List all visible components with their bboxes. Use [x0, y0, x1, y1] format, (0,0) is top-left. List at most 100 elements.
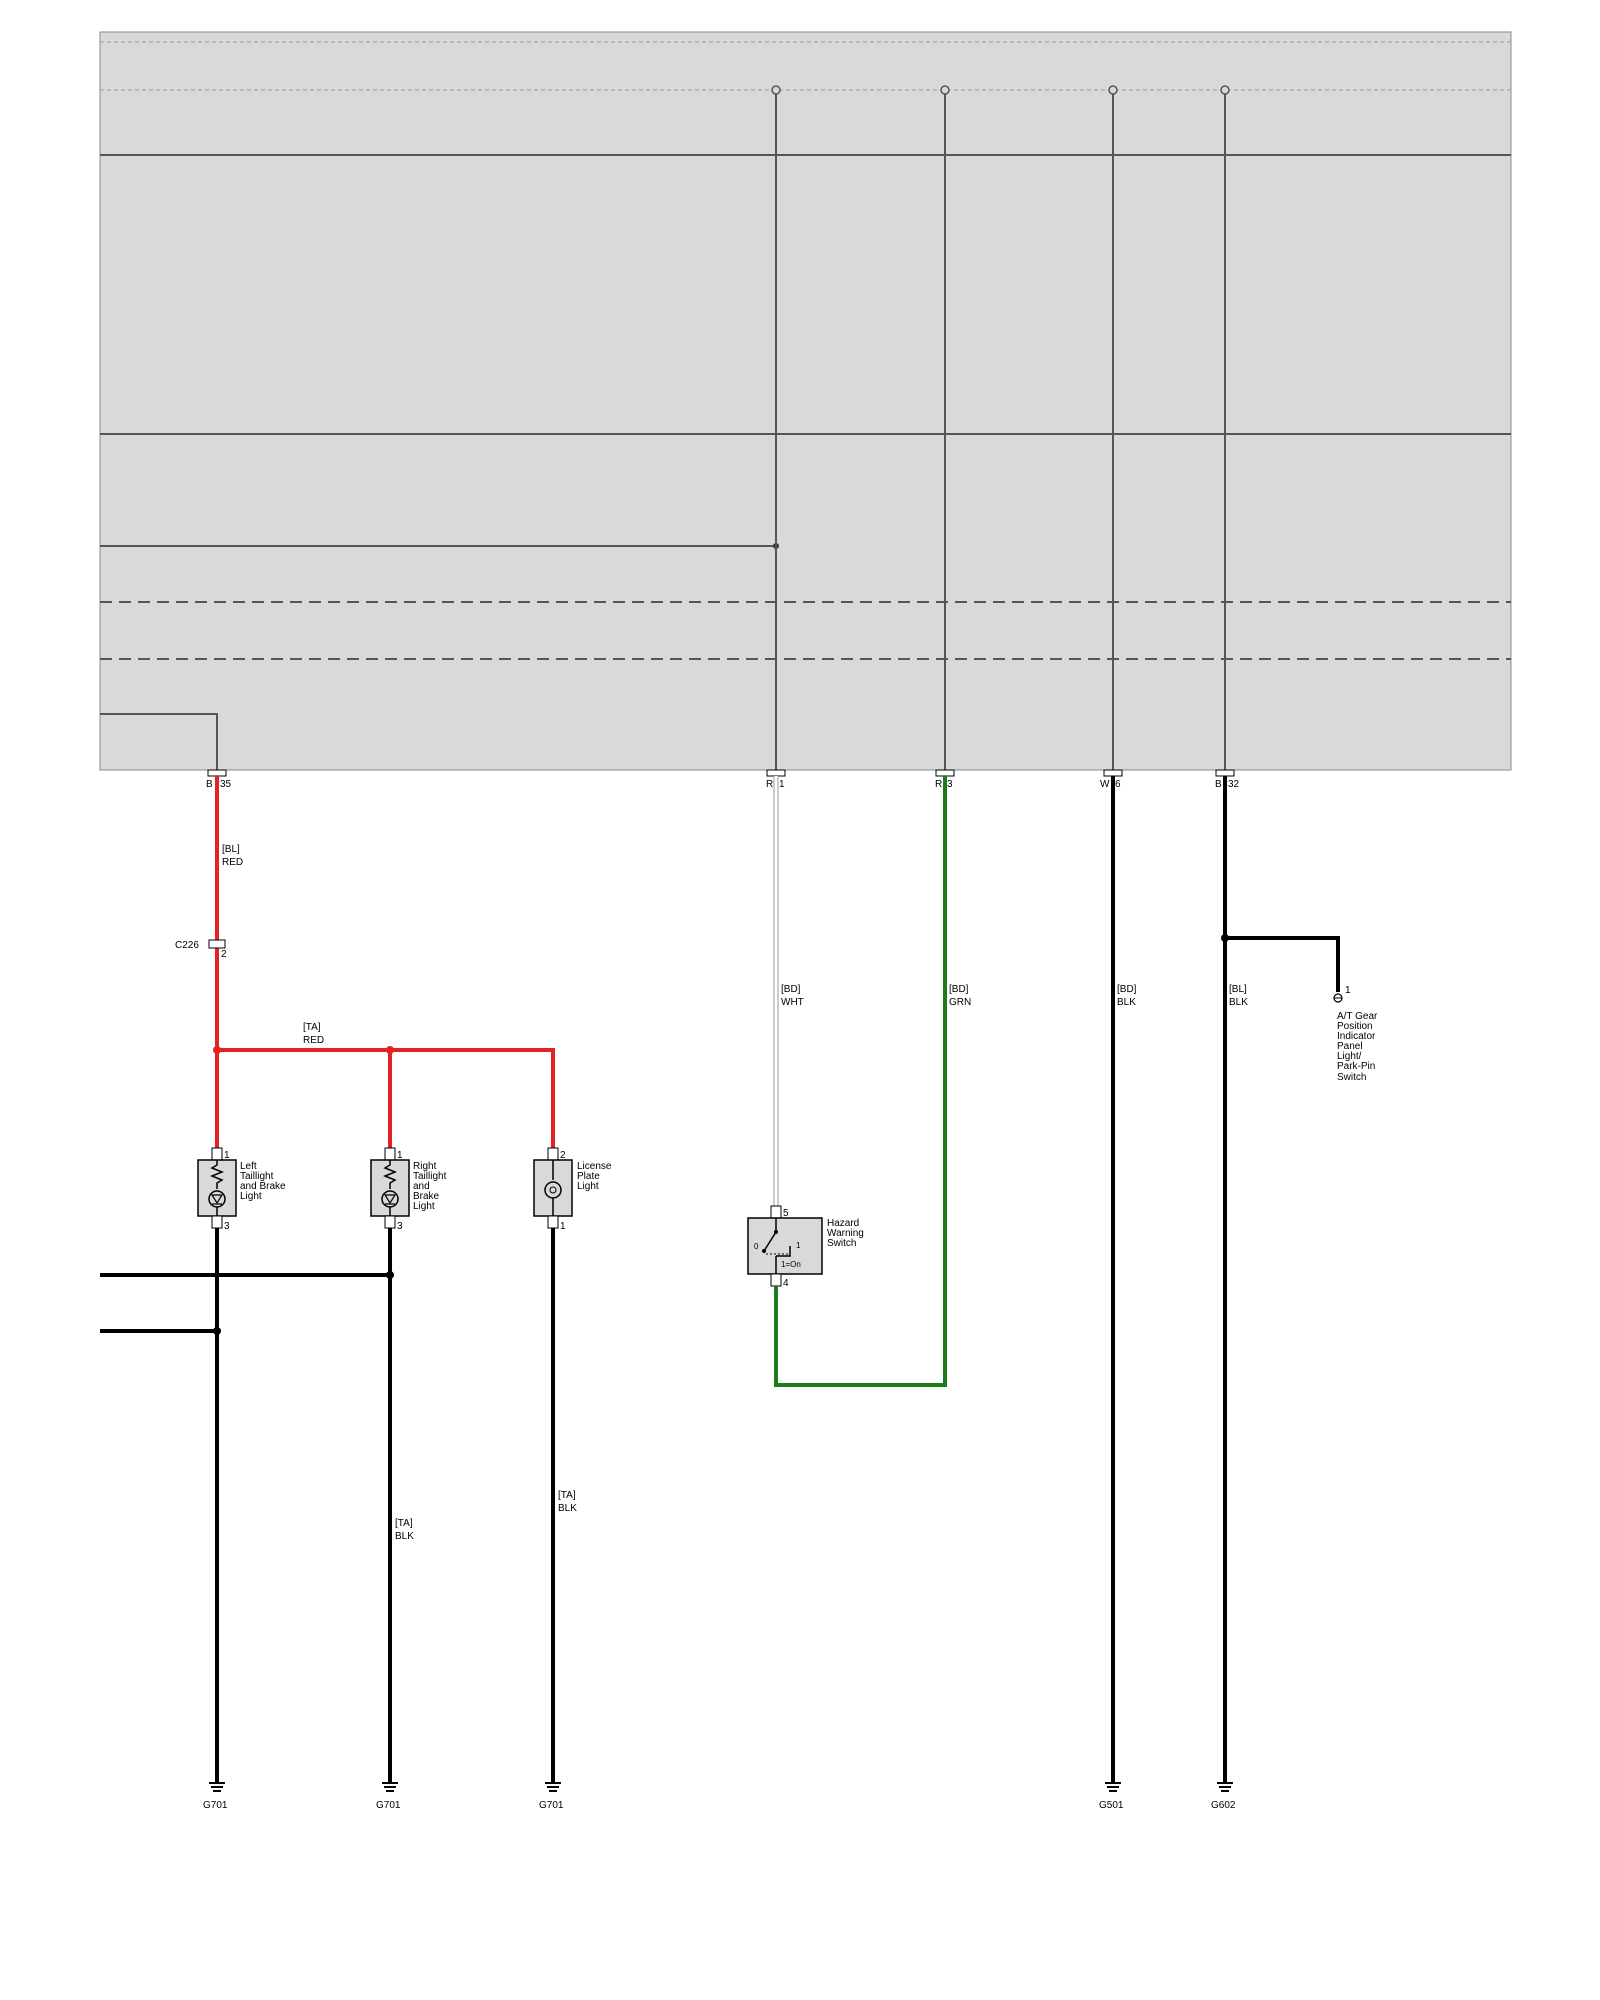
component-label: Light/ [1337, 1051, 1362, 1062]
pin-number: 35 [220, 779, 232, 790]
component-label: and Brake [240, 1181, 286, 1192]
terminal-circle [771, 85, 781, 95]
wire-label: [BD] [1117, 984, 1137, 995]
wire-black-at-gear [1225, 936, 1340, 992]
wire-label: [TA] [558, 1490, 576, 1501]
terminal-circle [1108, 85, 1118, 95]
pin-number: 2 [560, 1150, 566, 1161]
ground-label: G701 [539, 1800, 564, 1811]
component-label: Position [1337, 1021, 1373, 1032]
component-label: Taillight [413, 1171, 447, 1182]
wire-label: [TA] [395, 1518, 413, 1529]
wire-label: RED [222, 857, 243, 868]
wire-label: [BL] [222, 844, 240, 855]
diode-icon [383, 1194, 397, 1205]
wire-label: [BD] [781, 984, 801, 995]
wire-label: [TA] [303, 1022, 321, 1033]
component-label: Brake [413, 1191, 440, 1202]
left-taillight: 1 3 Left Taillight and Brake Light [197, 1147, 286, 1232]
ground-g701-right: G701 [539, 1782, 564, 1811]
unit-pin-b32: B 32 [1215, 769, 1240, 790]
component-label: Panel [1337, 1041, 1363, 1052]
pin-label: R [766, 779, 773, 790]
right-taillight: 1 3 Right Taillight and Brake Light [370, 1147, 447, 1232]
switch-position-off: 0 [754, 1242, 759, 1251]
resistor-icon [209, 1160, 225, 1189]
wire-label: [BD] [949, 984, 969, 995]
pin-number: 1 [397, 1150, 403, 1161]
resistor-icon [382, 1160, 398, 1189]
component-label: Right [413, 1161, 437, 1172]
diode-icon [210, 1194, 224, 1205]
connector-name: C226 [175, 940, 199, 951]
wire-label: [BL] [1229, 984, 1247, 995]
black-wires-left [100, 1228, 555, 1782]
pin-connector [766, 769, 786, 777]
ground-label: G701 [203, 1800, 228, 1811]
pin-number: 3 [224, 1221, 230, 1232]
ground-label: G501 [1099, 1800, 1124, 1811]
switch-position-on: 1 [796, 1241, 801, 1250]
hazard-warning-switch: 5 0 1 1=On 4 Hazard Warning Switch [747, 1205, 864, 1289]
control-unit [99, 31, 1512, 771]
license-plate-light: 2 1 License Plate Light [533, 1147, 612, 1232]
ground-g602: G602 [1211, 1782, 1236, 1811]
filament-icon [549, 1186, 557, 1194]
component-label: Light [240, 1191, 262, 1202]
component-label: Warning [827, 1228, 864, 1239]
component-label: Left [240, 1161, 257, 1172]
wire-label: BLK [1117, 997, 1136, 1008]
wire-red-ta-bus [217, 1048, 555, 1148]
pin-number: 32 [1228, 779, 1240, 790]
connector-pin: 2 [221, 949, 227, 960]
wire-label: BLK [395, 1531, 414, 1542]
pin-connector [770, 1205, 782, 1219]
pin-number: 5 [783, 1208, 789, 1219]
ground-g501: G501 [1099, 1782, 1124, 1811]
pin-label: B [206, 779, 213, 790]
at-gear-position-switch: 1 A/T Gear Position Indicator Panel Ligh… [1333, 985, 1378, 1083]
ground-label: G602 [1211, 1800, 1236, 1811]
switch-lever-icon [763, 1231, 777, 1252]
ground-g701-left: G701 [203, 1782, 228, 1811]
pin-number: 3 [947, 779, 953, 790]
pin-connector [547, 1147, 559, 1161]
pin-number: 4 [783, 1278, 789, 1289]
component-label: Plate [577, 1171, 600, 1182]
junction-dot [1221, 934, 1229, 942]
pin-connector [384, 1147, 396, 1161]
junction-dot [386, 1271, 394, 1279]
connector-c226: C226 2 [175, 939, 227, 960]
pin-number: 3 [397, 1221, 403, 1232]
switch-contact [762, 1249, 766, 1253]
red-wires [213, 776, 555, 1148]
wire-label: BLK [558, 1503, 577, 1514]
pin-connector [384, 1215, 396, 1229]
terminal-circle [940, 85, 950, 95]
component-label: Switch [827, 1238, 856, 1249]
component-label: and [413, 1181, 430, 1192]
pin-number: 6 [1115, 779, 1121, 790]
component-label: Light [413, 1201, 435, 1212]
pin-connector [207, 769, 227, 777]
terminal-circle [1220, 85, 1230, 95]
junction-dot [213, 1327, 221, 1335]
pin-label: B [1215, 779, 1222, 790]
switch-legend: 1=On [781, 1260, 801, 1269]
component-label: License [577, 1161, 612, 1172]
pin-connector [211, 1215, 223, 1229]
pin-connector [1215, 769, 1235, 777]
component-label: Light [577, 1181, 599, 1192]
pin-connector [211, 1147, 223, 1161]
junction-dot [213, 1046, 221, 1054]
wire-label: WHT [781, 997, 804, 1008]
pin-connector [547, 1215, 559, 1229]
wire-label: BLK [1229, 997, 1248, 1008]
pin-connector [1103, 769, 1123, 777]
component-label: A/T Gear [1337, 1011, 1378, 1022]
pin-number: 1 [1345, 985, 1351, 996]
pin-connector [935, 769, 955, 777]
ground-g701-middle: G701 [376, 1782, 401, 1811]
wire-label: RED [303, 1035, 324, 1046]
